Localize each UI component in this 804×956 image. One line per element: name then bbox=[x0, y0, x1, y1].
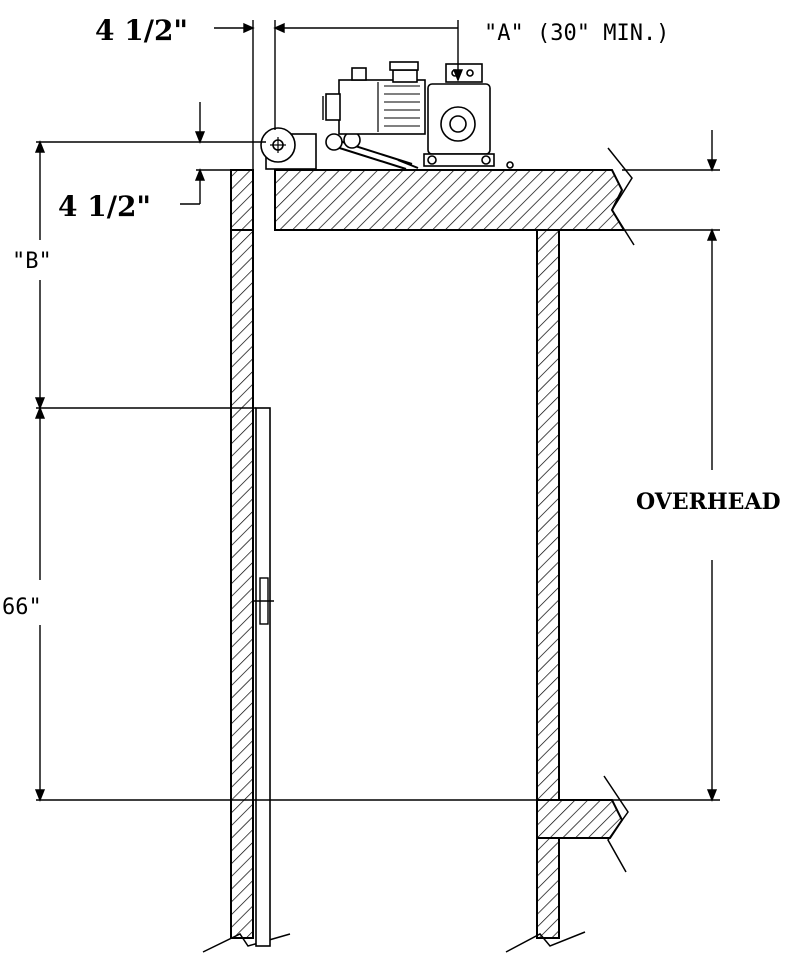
side-dimension-label: 4 1/2" bbox=[58, 190, 151, 223]
left-wall bbox=[230, 229, 254, 939]
roof-slab-left bbox=[230, 169, 254, 231]
b-dimension-label: "B" bbox=[12, 249, 52, 274]
floor-slab-right bbox=[536, 799, 624, 839]
guide-rail bbox=[252, 170, 276, 947]
motor-body bbox=[338, 79, 426, 135]
right-wall-upper bbox=[536, 229, 560, 801]
machine-base bbox=[423, 153, 495, 167]
overhead-label: OVERHEAD bbox=[636, 489, 781, 515]
right-wall-lower bbox=[536, 837, 560, 939]
dimension-lines bbox=[34, 20, 720, 802]
roof-slab-main bbox=[274, 169, 626, 231]
right-wall-break bbox=[505, 931, 586, 953]
floor-slab-break bbox=[603, 775, 629, 873]
roof-slab-break bbox=[607, 147, 635, 246]
height-dimension-label: 66" bbox=[2, 595, 42, 620]
top-dimension-label: 4 1/2" bbox=[95, 14, 188, 47]
hoist-machine bbox=[260, 61, 514, 170]
rail-post bbox=[255, 407, 271, 947]
a-dimension-label: "A" (30" MIN.) bbox=[484, 21, 669, 46]
